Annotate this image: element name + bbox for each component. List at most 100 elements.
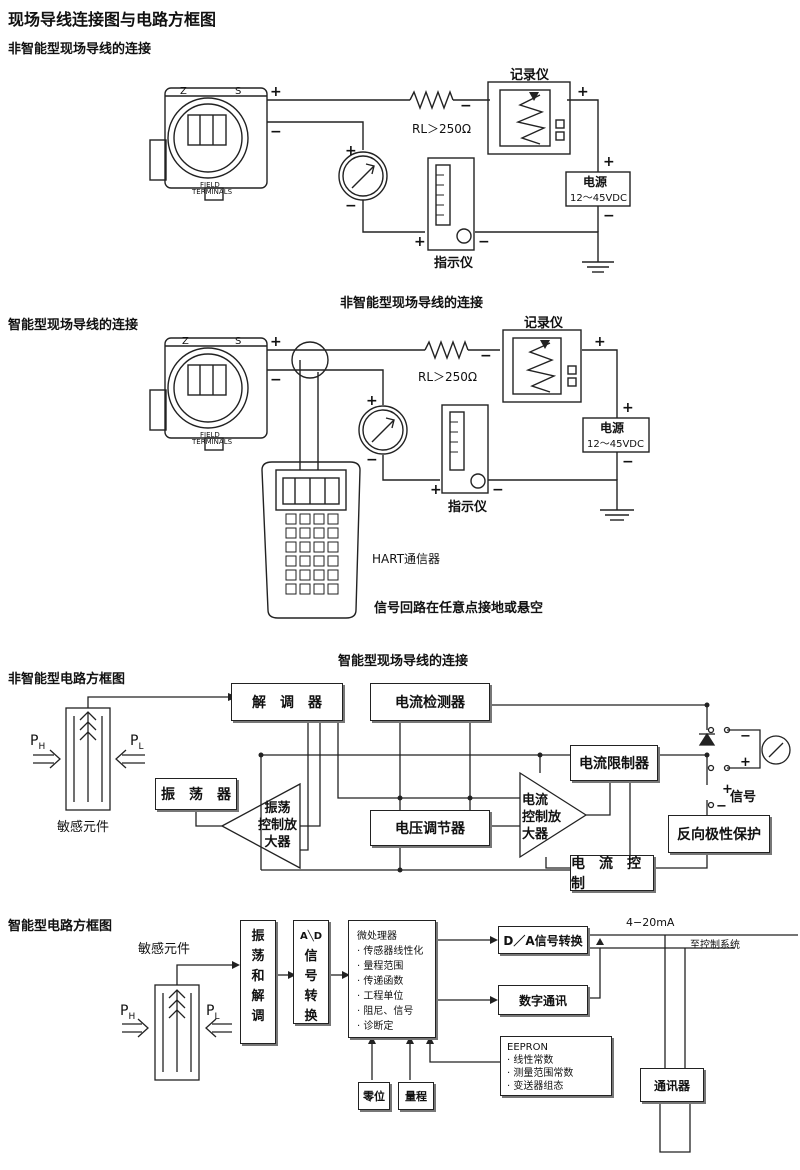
signal-label: 信号 <box>730 790 757 805</box>
power-range-label: 12～45VDC <box>587 439 644 450</box>
microprocessor-item: · 传感器线性化 <box>357 946 424 957</box>
digital-comm-block: 数字通讯 <box>498 985 588 1015</box>
recorder-label: 记录仪 <box>510 68 550 83</box>
block-char: 振 <box>251 929 265 944</box>
current-range-label: 4−20mA <box>626 916 675 929</box>
to-control-system-label: 至控制系统 <box>690 940 740 951</box>
oscillator-block: 振 荡 器 <box>155 778 237 810</box>
microprocessor-item: · 传递函数 <box>357 976 404 987</box>
osc-amp-line: 大器 <box>264 835 291 850</box>
caption-nonsmart-wiring: 非智能型现场导线的连接 <box>340 296 484 311</box>
block-char: 换 <box>304 1009 318 1024</box>
sensor-label: 敏感元件 <box>57 820 110 835</box>
ph-subscript: H <box>38 741 46 752</box>
indicator-label: 指示仪 <box>434 256 474 271</box>
cur-amp-line: 大器 <box>522 827 549 842</box>
pl-letter: P <box>130 733 139 749</box>
svg-text:−: − <box>366 452 378 468</box>
oscillation-amplifier-label: 振荡 控制放 大器 <box>258 800 297 851</box>
svg-text:−: − <box>460 98 472 114</box>
microprocessor-item: · 工程单位 <box>357 991 404 1002</box>
communicator-label: 通讯器 <box>653 1078 690 1093</box>
block-char: 调 <box>251 1009 265 1024</box>
block-char: 号 <box>304 969 318 984</box>
demodulator-block: 解 调 器 <box>231 683 343 721</box>
microprocessor-item: · 诊断定 <box>357 1021 394 1032</box>
eeprom-block: EEPRON · 线性常数 · 测量范围常数 · 变送器组态 <box>500 1036 612 1096</box>
indicator-label: 指示仪 <box>448 500 488 515</box>
current-control-label: 电 流 控 制 <box>571 856 655 892</box>
power-range-label: 12～45VDC <box>570 193 627 204</box>
transmitter-housing <box>149 87 268 201</box>
current-detector-label: 电流检测器 <box>395 695 465 711</box>
svg-text:−: − <box>270 124 282 140</box>
pl-letter: P <box>206 1003 215 1019</box>
svg-text:+: + <box>270 84 282 100</box>
svg-text:−: − <box>492 482 504 498</box>
block-char: 信 <box>304 949 318 964</box>
svg-text:−: − <box>716 799 727 814</box>
transmitter-housing <box>149 337 268 451</box>
grounding-note: 信号回路在任意点接地或悬空 <box>374 601 544 616</box>
zero-label: 零位 <box>363 1090 385 1103</box>
microprocessor-title: 微处理器 <box>357 931 397 942</box>
page-title: 现场导线连接图与电路方框图 <box>8 10 217 29</box>
svg-text:+: + <box>345 143 357 159</box>
hart-keypad <box>285 513 339 595</box>
terminal-z-label: Z <box>180 86 187 97</box>
reverse-polarity-label: 反向极性保护 <box>677 827 761 843</box>
current-amplifier-label: 电流 控制放 大器 <box>522 792 561 843</box>
field-terminals-label: FIELD <box>200 181 220 189</box>
caption-smart-wiring: 智能型现场导线的连接 <box>338 654 469 669</box>
resistor-label: RL＞250Ω <box>418 370 478 384</box>
osc-amp-line: 振荡 <box>264 801 291 816</box>
svg-text:−: − <box>478 234 490 250</box>
span-block: 量程 <box>398 1082 434 1110</box>
hart-communicator-label: HART通信器 <box>372 552 441 566</box>
voltage-regulator-label: 电压调节器 <box>395 821 465 837</box>
microprocessor-item: · 量程范围 <box>357 961 404 972</box>
block-char: 荡 <box>251 949 265 964</box>
oscillate-demodulate-block: 振 荡 和 解 调 <box>240 920 276 1044</box>
sensor-label: 敏感元件 <box>138 942 191 957</box>
block-char: A╲D <box>299 931 323 942</box>
power-label: 电源 <box>600 421 625 435</box>
resistor-label: RL＞250Ω <box>412 122 472 136</box>
cur-amp-line: 电流 <box>522 793 549 808</box>
pl-subscript: L <box>138 741 144 752</box>
microprocessor-item: · 阻尼、信号 <box>357 1006 414 1017</box>
oscillator-label: 振 荡 器 <box>161 787 231 803</box>
svg-text:+: + <box>722 782 733 797</box>
communicator-block: 通讯器 <box>640 1068 704 1102</box>
svg-text:−: − <box>345 198 357 214</box>
eeprom-title: EEPRON <box>507 1042 548 1053</box>
current-detector-block: 电流检测器 <box>370 683 490 721</box>
svg-text:+: + <box>740 755 751 770</box>
svg-text:−: − <box>270 372 282 388</box>
current-limiter-block: 电流限制器 <box>570 745 658 781</box>
svg-text:−: − <box>480 348 492 364</box>
demodulator-label: 解 调 器 <box>252 695 322 711</box>
svg-text:+: + <box>430 482 442 498</box>
section-title-smart-block: 智能型电路方框图 <box>8 919 113 934</box>
svg-text:−: − <box>740 729 751 744</box>
ph-letter: P <box>120 1003 129 1019</box>
cur-amp-line: 控制放 <box>522 810 562 825</box>
ph-label: PH <box>30 733 45 752</box>
ph-letter: P <box>30 733 39 749</box>
eeprom-item: · 变送器组态 <box>507 1081 564 1092</box>
zero-block: 零位 <box>358 1082 390 1110</box>
svg-text:+: + <box>622 400 634 416</box>
svg-text:+: + <box>603 154 615 170</box>
ad-conversion-block: A╲D 信 号 转 换 <box>293 920 329 1024</box>
terminal-z-label: Z <box>182 336 189 347</box>
pl-label: PL <box>206 1003 219 1022</box>
da-conversion-block: D／A信号转换 <box>498 926 588 954</box>
eeprom-item: · 测量范围常数 <box>507 1068 574 1079</box>
field-terminals-label: TERMINALS <box>192 438 233 446</box>
pl-subscript: L <box>214 1011 220 1022</box>
microprocessor-block: 微处理器 · 传感器线性化 · 量程范围 · 传递函数 · 工程单位 · 阻尼、… <box>348 920 436 1038</box>
